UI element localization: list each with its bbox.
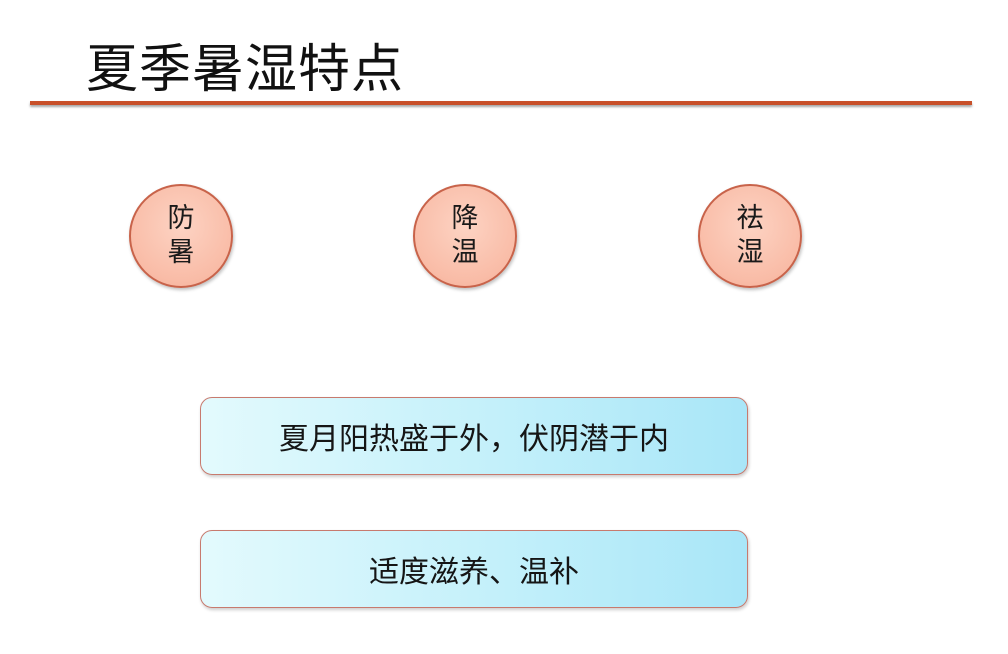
text-box-principle: 夏月阳热盛于外，伏阴潜于内 <box>200 397 748 475</box>
circle-text-bottom: 温 <box>451 237 479 268</box>
circle-prevent-heat: 防 暑 <box>129 184 233 288</box>
text-box-label: 夏月阳热盛于外，伏阴潜于内 <box>279 422 669 457</box>
title-underline <box>30 101 972 105</box>
text-box-advice: 适度滋养、温补 <box>200 530 748 608</box>
page-title: 夏季暑湿特点 <box>86 40 405 100</box>
circle-text-bottom: 暑 <box>167 237 195 268</box>
text-box-label: 适度滋养、温补 <box>369 555 579 590</box>
circle-text-bottom: 湿 <box>736 237 764 268</box>
circle-cool-down: 降 温 <box>413 184 517 288</box>
circle-text-top: 降 <box>451 203 479 234</box>
circle-text-top: 防 <box>167 203 195 234</box>
circle-text-top: 祛 <box>736 203 764 234</box>
circle-remove-dampness: 祛 湿 <box>698 184 802 288</box>
